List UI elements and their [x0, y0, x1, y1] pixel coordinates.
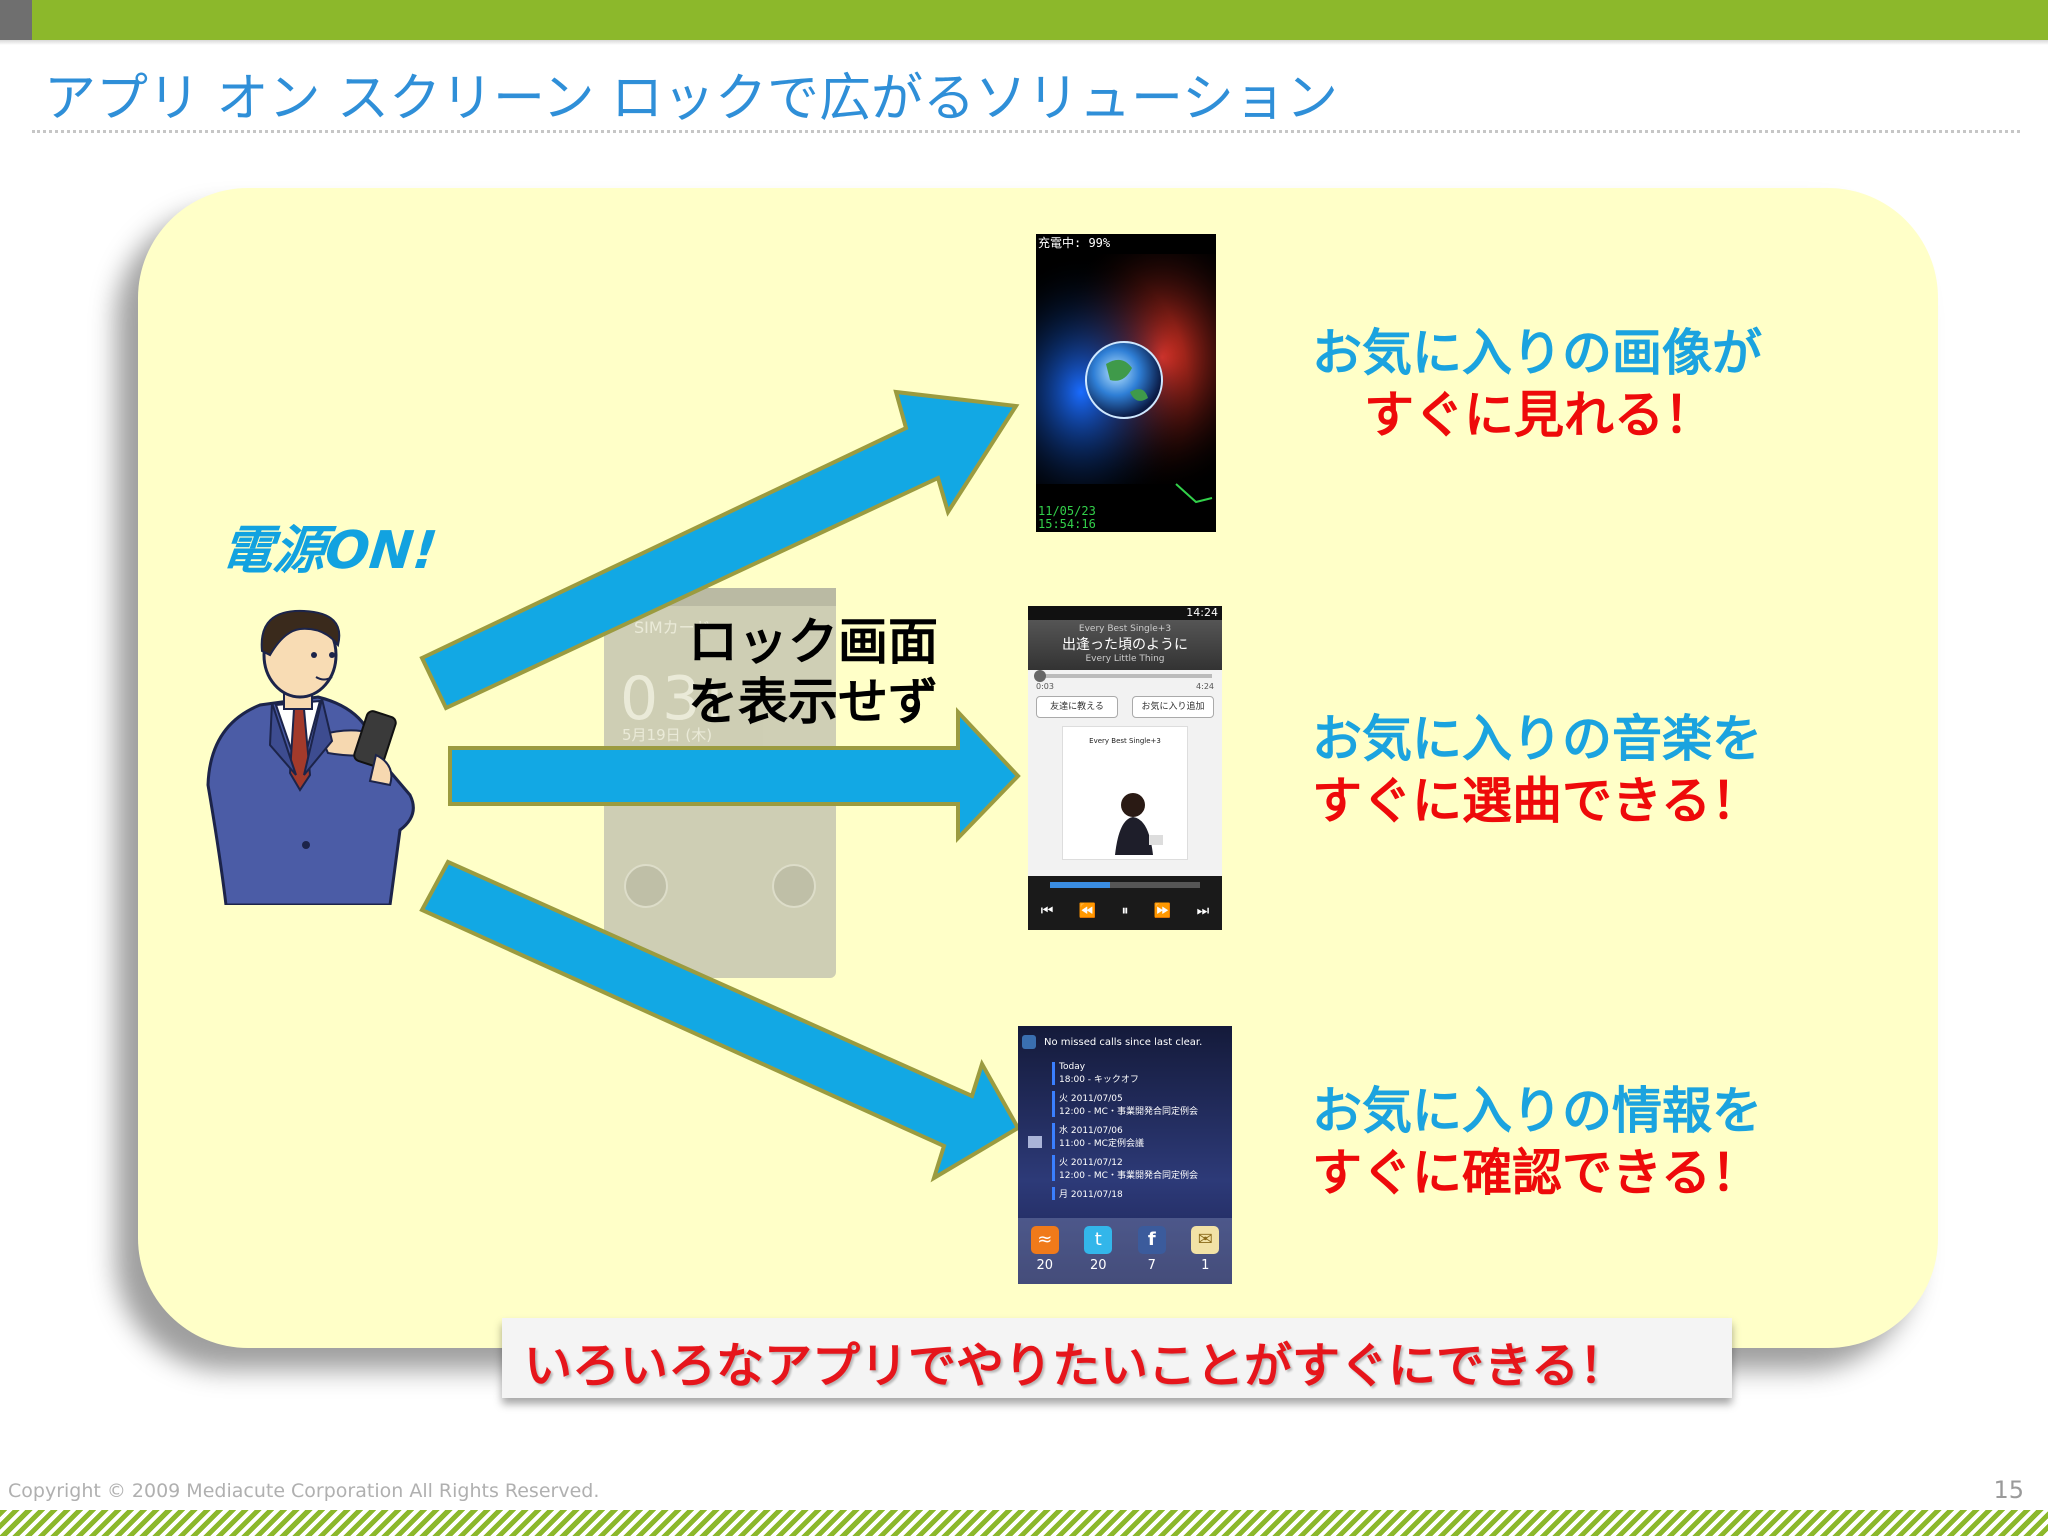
- ghost-carrier-text: SIMカード: [634, 618, 711, 637]
- title-divider: [32, 130, 2020, 133]
- artist-name: Every Little Thing: [1085, 654, 1165, 664]
- caption-info: お気に入りの情報を すぐに確認できる！: [1312, 1080, 1762, 1204]
- fast-forward-icon[interactable]: ⏩: [1153, 903, 1172, 919]
- music-player-screenshot: 14:24 Every Best Single+3 出逢った頃のように Ever…: [1028, 606, 1222, 930]
- caption-music: お気に入りの音楽を すぐに選曲できる！: [1312, 708, 1762, 832]
- summary-banner-text: いろいろなアプリでやりたいことがすぐにできる！: [524, 1338, 1628, 1394]
- top-bar: [0, 0, 2048, 40]
- cover-title: Every Best Single+3: [1089, 737, 1161, 745]
- summary-banner: いろいろなアプリでやりたいことがすぐにできる！: [502, 1318, 1732, 1398]
- caption-info-line2: すぐに確認できる！: [1312, 1144, 1761, 1202]
- seek-handle[interactable]: [1034, 670, 1046, 682]
- caption-info-line1: お気に入りの情報を: [1312, 1082, 1762, 1140]
- list-item: 火 2011/07/05 12:00 - MC・事業開発合同定例会: [1052, 1091, 1228, 1117]
- rss-shortcut[interactable]: ≈ 20: [1030, 1226, 1059, 1273]
- mail-icon: ✉: [1191, 1226, 1220, 1254]
- businessman-illustration: [206, 609, 415, 905]
- elapsed-time: 0:03: [1036, 682, 1054, 691]
- page-number: 15: [1993, 1476, 2024, 1504]
- mail-count: 1: [1201, 1258, 1210, 1273]
- player-controls: ⏮ ⏪ ⏸ ⏩ ⏭: [1028, 876, 1222, 930]
- app-shortcuts: ≈ 20 t 20 f 7 ✉ 1: [1018, 1218, 1232, 1284]
- caption-image-line2: すぐに見れる！: [1364, 386, 1714, 444]
- caption-image-line1: お気に入りの画像が: [1312, 324, 1762, 382]
- slide-title: アプリ オン スクリーン ロックで広がるソリューション: [44, 69, 1338, 129]
- twitter-count: 20: [1089, 1258, 1107, 1273]
- track-header: Every Best Single+3 出逢った頃のように Every Litt…: [1028, 620, 1222, 670]
- calendar-icon: [1028, 1136, 1042, 1148]
- missed-calls-text: No missed calls since last clear.: [1044, 1036, 1203, 1048]
- music-status-bar: 14:24: [1028, 606, 1222, 620]
- list-item: 水 2011/07/06 11:00 - MC定例会議: [1052, 1123, 1228, 1149]
- facebook-shortcut[interactable]: f 7: [1137, 1226, 1166, 1273]
- copyright-notice: Copyright © 2009 Mediacute Corporation A…: [8, 1480, 600, 1502]
- skip-back-icon[interactable]: ⏮: [1040, 903, 1054, 919]
- volume-fill: [1050, 882, 1110, 888]
- mail-shortcut[interactable]: ✉ 1: [1191, 1226, 1220, 1273]
- cover-photo: [1115, 793, 1163, 855]
- calendar-list: Today 18:00 - キックオフ 火 2011/07/05 12:00 -…: [1052, 1062, 1228, 1200]
- album-cover: Every Best Single+3: [1062, 726, 1188, 860]
- sound-icon: [772, 864, 816, 908]
- unlock-icon: [624, 864, 668, 908]
- arrow-up: [419, 389, 1020, 711]
- wallpaper-screenshot: 充電中: 99% 11/05/23 15:54:16: [1036, 234, 1216, 532]
- top-bar-shadow: [0, 40, 2048, 45]
- seek-track[interactable]: [1038, 674, 1212, 678]
- skip-forward-icon[interactable]: ⏭: [1196, 903, 1210, 919]
- music-clock: 14:24: [1186, 606, 1218, 619]
- caption-music-line2: すぐに選曲できる！: [1312, 772, 1761, 830]
- wallpaper-date: 11/05/23: [1038, 504, 1096, 518]
- earth-wallpaper: [1036, 234, 1216, 532]
- missed-calls-row: No missed calls since last clear.: [1022, 1032, 1228, 1052]
- top-bar-tab: [0, 0, 32, 40]
- caption-image: お気に入りの画像が すぐに見れる！: [1312, 322, 1762, 446]
- twitter-icon: t: [1084, 1226, 1113, 1254]
- ghost-date: 5月19日 (木): [622, 726, 713, 744]
- share-button[interactable]: 友達に教える: [1036, 696, 1118, 718]
- favorite-button[interactable]: お気に入り追加: [1132, 696, 1214, 718]
- lock-text-line1: ロック画面: [688, 613, 938, 671]
- ghost-clock: 03:: [620, 664, 729, 734]
- facebook-icon: f: [1137, 1226, 1166, 1254]
- bottom-stripe: [0, 1510, 2048, 1536]
- phone-icon: [1022, 1035, 1036, 1049]
- player-body: 0:03 4:24 友達に教える お気に入り追加 Every Best Sing…: [1028, 670, 1222, 876]
- wallpaper-time: 15:54:16: [1038, 517, 1096, 531]
- lock-text-line2: を表示せず: [688, 673, 938, 731]
- list-item: 月 2011/07/18: [1052, 1187, 1228, 1200]
- list-item: 火 2011/07/12 12:00 - MC・事業開発合同定例会: [1052, 1155, 1228, 1181]
- album-name: Every Best Single+3: [1078, 624, 1172, 634]
- arrow-down: [419, 859, 1021, 1183]
- caption-music-line1: お気に入りの音楽を: [1312, 710, 1762, 768]
- rss-count: 20: [1036, 1258, 1054, 1273]
- facebook-count: 7: [1147, 1258, 1156, 1273]
- arrow-middle: [448, 706, 1021, 843]
- lock-screen-text: ロック画面 を表示せず: [688, 612, 938, 732]
- charging-status: 充電中: 99%: [1038, 236, 1111, 250]
- list-item: Today 18:00 - キックオフ: [1052, 1062, 1228, 1085]
- total-time: 4:24: [1196, 682, 1214, 691]
- song-title: 出逢った頃のように: [1062, 637, 1188, 653]
- pause-icon[interactable]: ⏸: [1121, 903, 1129, 919]
- twitter-shortcut[interactable]: t 20: [1084, 1226, 1113, 1273]
- info-widget-screenshot: No missed calls since last clear. Today …: [1018, 1026, 1232, 1284]
- volume-track[interactable]: [1050, 882, 1200, 888]
- rewind-icon[interactable]: ⏪: [1078, 903, 1097, 919]
- rss-icon: ≈: [1030, 1226, 1059, 1254]
